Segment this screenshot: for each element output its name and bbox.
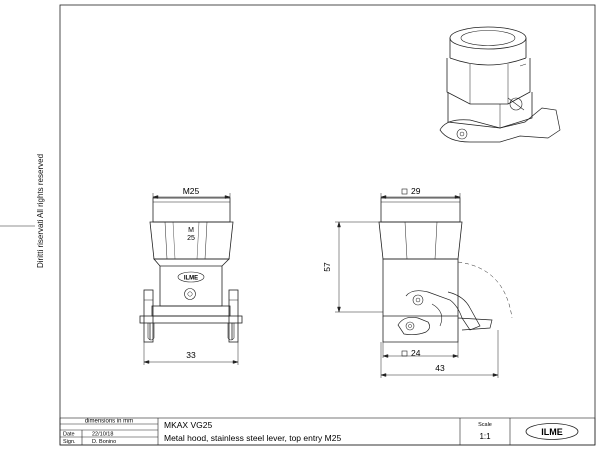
rights-reserved-en: All rights reserved (36, 153, 45, 218)
title-date-value: 22/10/18 (92, 432, 113, 438)
title-scale-value: 1:1 (479, 432, 491, 441)
title-block (59, 417, 596, 446)
rights-reserved-it: Diritti riservati (36, 219, 45, 268)
dim-side-overall-width: 43 (435, 363, 445, 373)
title-part-code: MKAX VG25 (164, 420, 212, 430)
title-description: Metal hood, stainless steel lever, top e… (164, 433, 341, 443)
isometric-view (439, 26, 561, 143)
title-scale-label: Scale (478, 422, 492, 428)
square-symbol-bottom (401, 350, 408, 357)
title-sign-value: D. Bonino (92, 439, 116, 445)
nut-marking-25: 25 (187, 235, 195, 242)
square-symbol-top (401, 188, 408, 195)
dim-front-width: 33 (186, 350, 196, 360)
body-logo-text: ILME (184, 276, 198, 282)
drawing-frame (59, 4, 596, 446)
company-logo: ILME (525, 423, 579, 440)
front-view (139, 197, 243, 343)
dim-side-bottom-width: 24 (411, 348, 421, 358)
side-dimension-lines (335, 193, 499, 378)
company-logo-text: ILME (541, 427, 563, 437)
dim-side-height: 57 (322, 262, 332, 272)
title-sign-label: Sign. (63, 439, 76, 445)
title-units: dimensions in mm (85, 419, 133, 425)
dim-side-top-width: 29 (411, 186, 421, 196)
nut-marking-m: M (188, 227, 194, 234)
side-view (378, 197, 513, 343)
title-date-label: Date (63, 432, 75, 438)
front-dimension-lines (143, 193, 239, 365)
dim-thread-label: M25 (183, 186, 200, 196)
